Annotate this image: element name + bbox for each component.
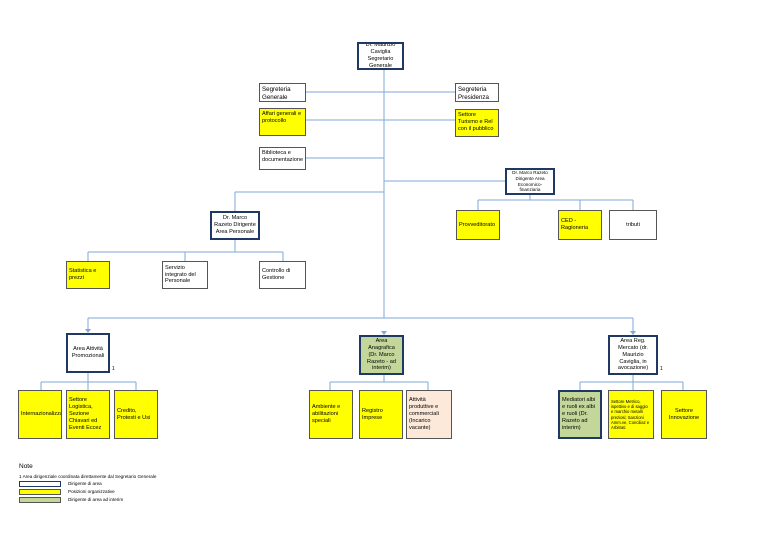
box-segreteria-presidenza: Segreteria Presidenza bbox=[455, 83, 499, 102]
box-area-mercato: Area Reg. Mercato (dr. Maurizio Caviglia… bbox=[608, 335, 658, 375]
legend-swatch-interim bbox=[19, 497, 61, 503]
box-segreteria-generale: Segreteria Generale bbox=[259, 83, 306, 102]
box-dirigente-economico: Dr. Marco Razeto Dirigente Area Economic… bbox=[505, 168, 555, 195]
box-provveditorato: Provveditorato bbox=[456, 210, 500, 240]
footnote-marker-mercato: 1 bbox=[660, 366, 663, 372]
box-attivita-produttive: Attività produttive e commerciali (Incar… bbox=[406, 390, 452, 439]
box-statistica: Statistica e prezzi bbox=[66, 261, 110, 289]
box-dirigente-personale: Dr. Marco Razeto Dirigente Area Personal… bbox=[210, 211, 260, 240]
box-ambiente-abilitazioni: Ambiente e abilitazioni speciali bbox=[309, 390, 353, 439]
box-settore-logistica: Settore Logistica, Sezione Chiavari ed E… bbox=[66, 390, 110, 439]
box-controllo-gestione: Controllo di Gestione bbox=[259, 261, 306, 289]
footnote-marker-promozionali: 1 bbox=[112, 366, 115, 372]
box-area-promozionali: Area Attività Promozionali bbox=[66, 333, 110, 373]
box-area-anagrafica: Area Anagrafica (Dr. Marco Razeto - ad i… bbox=[359, 335, 404, 375]
box-settore-metrico: Settore Metrico, ispettivo e di saggio e… bbox=[608, 390, 654, 439]
legend-note: 1 Area dirigenziale coordinata direttame… bbox=[19, 474, 157, 479]
legend-label-interim: Dirigente di area ad interim bbox=[68, 497, 124, 502]
legend-swatch-dirigente bbox=[19, 481, 61, 487]
legend-title: Note bbox=[19, 463, 33, 470]
box-servizio-personale: Servizio integrato del Personale bbox=[162, 261, 208, 289]
box-mediatori: Mediatori albi e ruoli ex albi e ruoli (… bbox=[558, 390, 602, 439]
box-tributi: tributi bbox=[609, 210, 657, 240]
box-settore-turismo: Settore Turismo e Rel con il pubblico bbox=[455, 109, 499, 137]
box-credito-protesti: Credito, Protesti e Usi bbox=[114, 390, 158, 439]
legend-swatch-posizioni bbox=[19, 489, 61, 495]
box-ced-ragioneria: CED -Ragioneria bbox=[558, 210, 602, 240]
box-settore-innovazione: Settore Innovazione bbox=[661, 390, 707, 439]
legend-label-posizioni: Posizioni organizzative bbox=[68, 489, 115, 494]
box-affari-generali: Affari generali e protocollo bbox=[259, 108, 306, 136]
box-segretario-generale: Dr. Maurizio Caviglia Segretario General… bbox=[357, 42, 404, 70]
box-internazionalizzazione: Internazionalizzazione bbox=[18, 390, 62, 439]
legend-label-dirigente: Dirigente di area bbox=[68, 481, 102, 486]
box-biblioteca: Biblioteca e documentazione bbox=[259, 147, 306, 170]
box-registro-imprese: Registro Imprese bbox=[359, 390, 403, 439]
